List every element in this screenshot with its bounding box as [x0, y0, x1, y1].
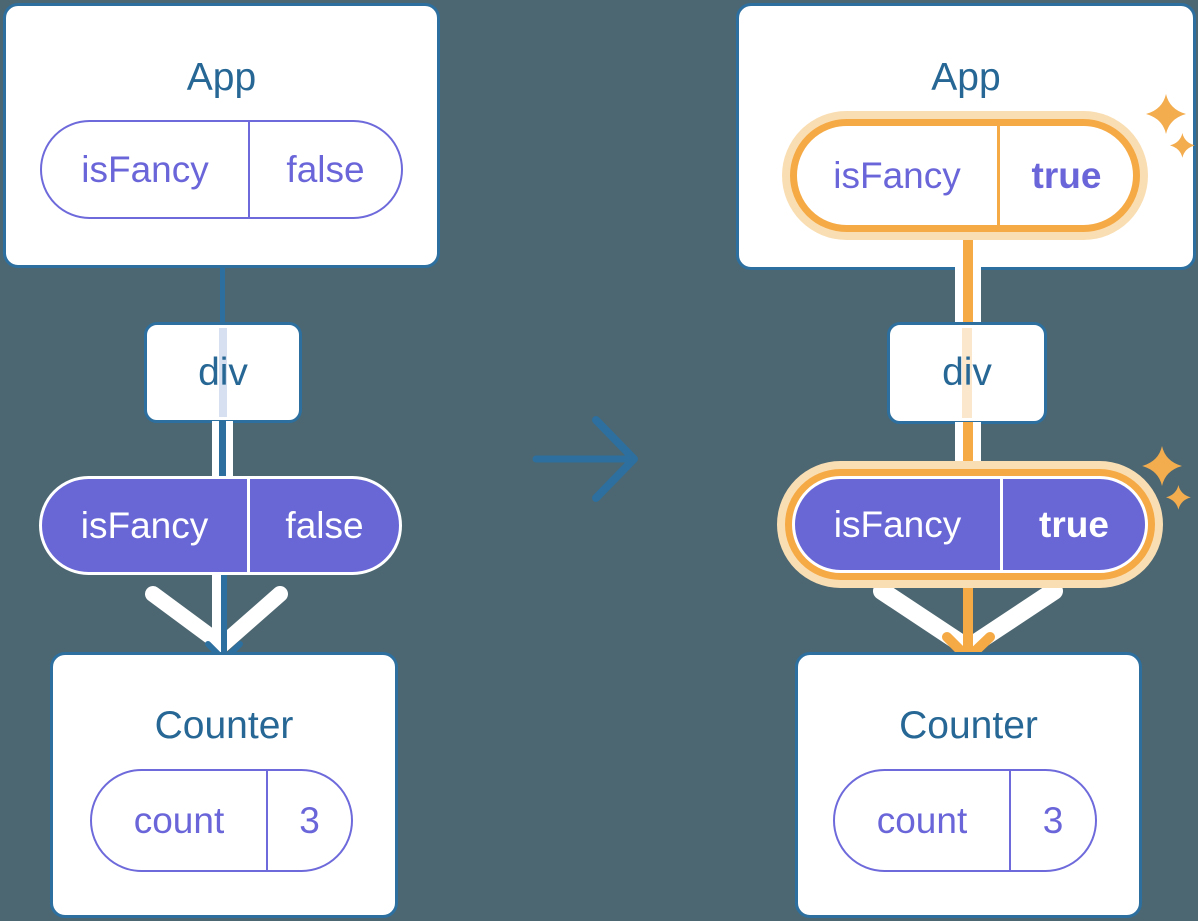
component-title: App — [186, 56, 257, 99]
state-pill-after: count 3 — [833, 769, 1097, 872]
state-value: 3 — [1042, 800, 1064, 841]
state-name: count — [835, 771, 1011, 870]
sparkle-icon-large — [1142, 446, 1191, 510]
prop-value: false — [285, 505, 364, 546]
prop-name: isFancy — [797, 126, 1000, 225]
prop-pill-passed-after: isFancy true — [792, 476, 1148, 573]
component-title: App — [931, 56, 1001, 99]
app-card-before: App isFancy false — [3, 3, 440, 268]
counter-card-after: Counter count 3 — [795, 652, 1142, 918]
counter-card-before: Counter count 3 — [50, 652, 398, 918]
app-card-after: App isFancy true — [736, 3, 1196, 270]
div-label: div — [942, 351, 992, 394]
state-value: 3 — [299, 800, 320, 841]
props-line-white — [955, 267, 963, 324]
prop-name: isFancy — [795, 479, 1003, 570]
prop-name: isFancy — [42, 122, 250, 217]
prop-value: true — [1039, 504, 1109, 545]
prop-value: false — [286, 149, 365, 190]
props-line-white — [973, 422, 981, 470]
prop-pill-passed-before: isFancy false — [39, 476, 402, 575]
prop-pill-app-after: isFancy true — [790, 119, 1140, 232]
div-box-after: div — [887, 322, 1047, 424]
state-pill-before: count 3 — [90, 769, 353, 872]
div-box-before: div — [144, 322, 302, 423]
props-line-white — [212, 421, 219, 479]
props-line-white — [226, 421, 233, 479]
sparkle-icon-large — [1146, 94, 1195, 158]
props-line-blue — [219, 421, 226, 479]
faded-prop-line — [962, 328, 972, 418]
prop-pill-app-before: isFancy false — [40, 120, 403, 219]
props-line-white — [973, 267, 981, 324]
faded-prop-line — [219, 328, 227, 417]
state-name: count — [92, 771, 268, 870]
prop-value: true — [1031, 155, 1102, 196]
prop-name: isFancy — [42, 479, 250, 572]
tree-connector — [220, 266, 225, 324]
div-label: div — [198, 350, 248, 394]
component-title: Counter — [154, 704, 294, 747]
prop-line-orange — [963, 230, 973, 267]
sparkle-icon-small — [1166, 485, 1191, 510]
props-line-orange — [963, 422, 973, 470]
transition-arrow-icon — [532, 416, 638, 502]
props-line-white — [955, 422, 963, 470]
component-title: Counter — [899, 704, 1038, 747]
props-line-orange — [963, 267, 973, 324]
sparkle-icon-small — [1170, 133, 1195, 158]
